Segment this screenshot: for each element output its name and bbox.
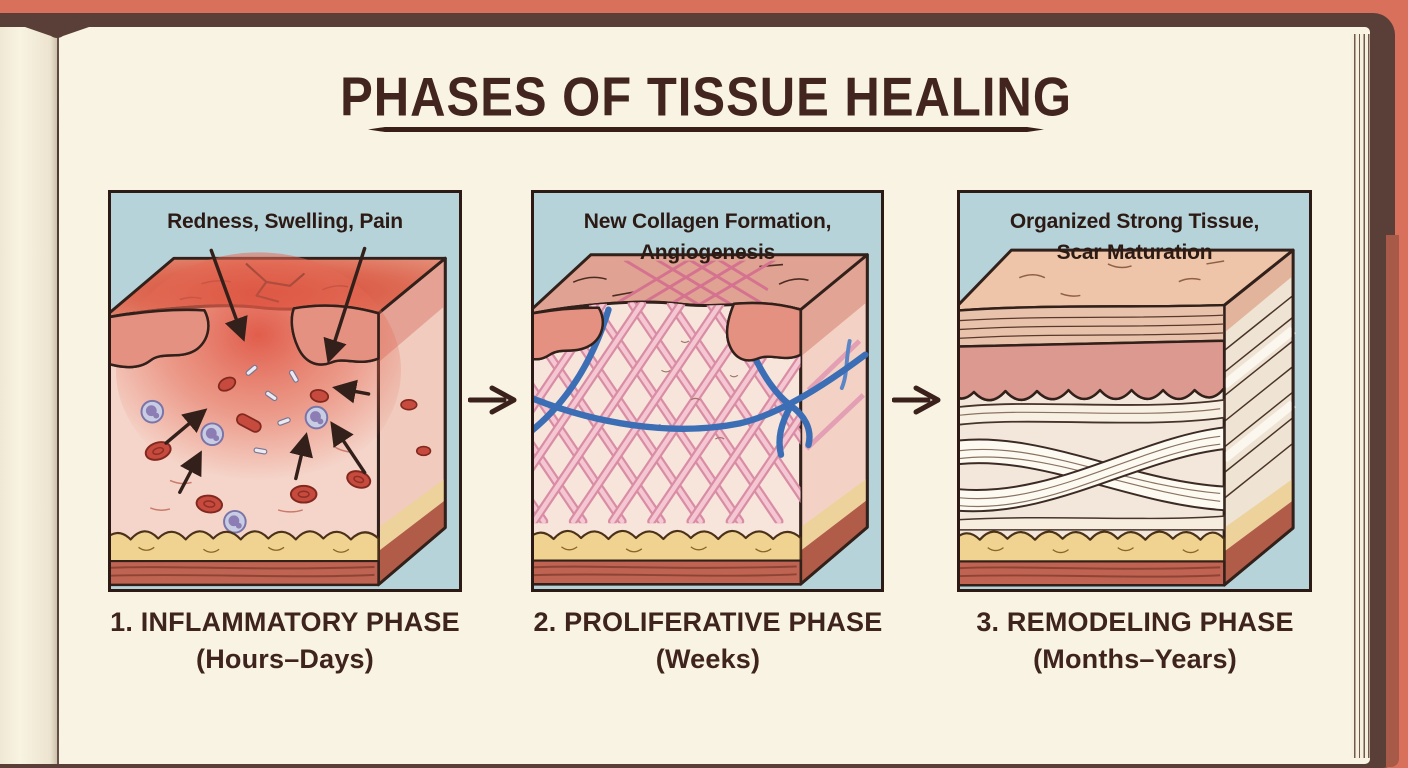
caption-proliferative-phase: 2. PROLIFERATIVE PHASE (Weeks) bbox=[478, 604, 938, 678]
muscle-layer bbox=[111, 559, 380, 586]
annotation-pointer-arrows bbox=[209, 246, 367, 364]
left-page-margin bbox=[0, 27, 57, 764]
muscle-layer bbox=[534, 559, 802, 586]
platelet-fragments bbox=[245, 364, 299, 455]
annotation-line: New Collagen Formation, bbox=[583, 210, 832, 233]
collagen-mesh-skin-cross-section-illustration bbox=[534, 253, 869, 586]
muscle-layer bbox=[960, 560, 1226, 587]
book-back-cover-edge bbox=[1386, 235, 1399, 767]
panel-remodeling: Organized Strong Tissue, Scar Maturation bbox=[957, 190, 1312, 592]
gutter-notch bbox=[25, 27, 89, 38]
annotation-line: Scar Maturation bbox=[1056, 241, 1213, 264]
subcutaneous-fat-layer bbox=[111, 530, 380, 563]
flow-arrow-icon bbox=[468, 385, 517, 415]
subcutaneous-fat-layer bbox=[960, 530, 1226, 563]
page-title: PHASES OF TISSUE HEALING bbox=[340, 67, 1072, 128]
caption-duration: (Months–Years) bbox=[1033, 644, 1237, 674]
book-gutter bbox=[57, 27, 59, 764]
caption-title: 3. REMODELING PHASE bbox=[976, 607, 1294, 637]
epidermis-layer bbox=[111, 304, 380, 369]
caption-remodeling-phase: 3. REMODELING PHASE (Months–Years) bbox=[905, 604, 1365, 678]
caption-title: 2. PROLIFERATIVE PHASE bbox=[533, 607, 883, 637]
epidermis-layer bbox=[534, 301, 802, 362]
subcutaneous-fat-layer bbox=[534, 529, 802, 562]
red-blood-cells bbox=[144, 376, 372, 514]
title-underline bbox=[368, 127, 1044, 132]
block-side-face bbox=[376, 256, 447, 587]
caption-title: 1. INFLAMMATORY PHASE bbox=[110, 607, 460, 637]
cell-migration-arrows bbox=[164, 379, 371, 494]
block-side-face bbox=[799, 253, 869, 586]
panel-inflammatory: Redness, Swelling, Pain bbox=[108, 190, 462, 592]
caption-duration: (Weeks) bbox=[655, 644, 761, 674]
leukocytes bbox=[140, 399, 329, 534]
flow-arrow-icon bbox=[892, 385, 941, 415]
inflamed-skin-cross-section-illustration bbox=[111, 246, 447, 587]
panel-annotation: Organized Strong Tissue, Scar Maturation bbox=[960, 206, 1309, 268]
organized-fiber-skin-cross-section-illustration bbox=[960, 248, 1296, 587]
caption-duration: (Hours–Days) bbox=[196, 644, 374, 674]
block-side-face bbox=[1221, 248, 1296, 587]
page-stack-edge bbox=[1351, 34, 1370, 758]
panel-annotation: Redness, Swelling, Pain bbox=[111, 206, 459, 237]
compact-layer bbox=[960, 304, 1226, 348]
annotation-line: Redness, Swelling, Pain bbox=[167, 210, 403, 233]
healing-skin-surface bbox=[534, 253, 869, 315]
annotation-line: Organized Strong Tissue, bbox=[1009, 210, 1260, 233]
caption-inflammatory-phase: 1. INFLAMMATORY PHASE (Hours–Days) bbox=[55, 604, 515, 678]
annotation-line: Angiogenesis bbox=[639, 241, 776, 264]
epidermis-layer bbox=[960, 339, 1226, 402]
panel-annotation: New Collagen Formation, Angiogenesis bbox=[534, 206, 881, 268]
organized-collagen-fibers bbox=[960, 398, 1226, 531]
panel-proliferative: New Collagen Formation, Angiogenesis bbox=[531, 190, 884, 592]
